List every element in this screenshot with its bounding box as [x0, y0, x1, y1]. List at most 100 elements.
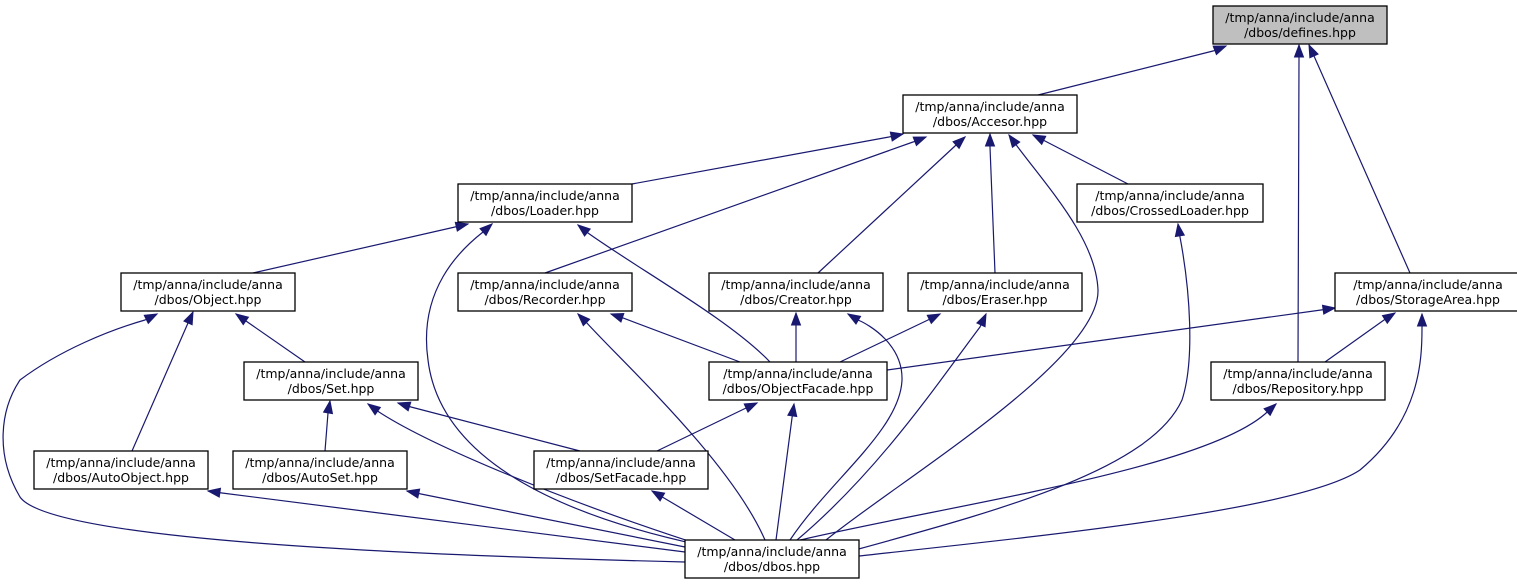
node-accesor[interactable]: /tmp/anna/include/anna/dbos/Accesor.hpp [902, 94, 1078, 134]
arrowhead [454, 221, 470, 232]
node-label-line2: /dbos/AutoSet.hpp [262, 470, 378, 485]
node-label-line2: /dbos/ObjectFacade.hpp [723, 381, 874, 396]
node-box[interactable] [708, 272, 884, 312]
node-label-line2: /dbos/Eraser.hpp [942, 292, 1047, 307]
node-box[interactable] [33, 450, 209, 490]
node-label-line2: /dbos/Repository.hpp [1233, 381, 1364, 396]
edge-set-to-object [234, 313, 306, 363]
node-repository[interactable]: /tmp/anna/include/anna/dbos/Repository.h… [1210, 361, 1386, 401]
edge-dbos-to-autoset [405, 488, 686, 548]
edge-dbos-to-accesor [825, 133, 1099, 541]
arrowhead [1321, 304, 1337, 315]
node-set[interactable]: /tmp/anna/include/anna/dbos/Set.hpp [243, 361, 419, 401]
edge-line [577, 313, 766, 541]
node-box[interactable] [533, 450, 709, 490]
node-label-line2: /dbos/Recorder.hpp [484, 292, 605, 307]
node-box[interactable] [232, 450, 408, 490]
node-label-line2: /dbos/Loader.hpp [491, 203, 599, 218]
node-box[interactable] [1210, 361, 1386, 401]
edge-object-to-loader [252, 221, 470, 274]
arrowhead [889, 131, 905, 142]
node-box[interactable] [684, 539, 860, 579]
node-box[interactable] [907, 272, 1083, 312]
arrowhead [405, 488, 421, 499]
edge-dbos-to-storage [858, 312, 1428, 557]
node-label-line2: /dbos/AutoObject.hpp [53, 470, 189, 485]
node-objfacade[interactable]: /tmp/anna/include/anna/dbos/ObjectFacade… [708, 361, 888, 401]
arrowhead [650, 490, 666, 502]
edge-dbos-to-autoobject [206, 487, 686, 553]
node-box[interactable] [120, 272, 296, 312]
edge-objfacade-to-eraser [839, 313, 942, 363]
node-recorder[interactable]: /tmp/anna/include/anna/dbos/Recorder.hpp [457, 272, 633, 312]
edge-line [367, 403, 711, 549]
edge-line [252, 223, 469, 274]
arrowhead [479, 223, 494, 237]
edge-line [817, 136, 966, 274]
node-storage[interactable]: /tmp/anna/include/anna/dbos/StorageArea.… [1334, 272, 1517, 312]
node-label-line2: /dbos/Creator.hpp [740, 292, 852, 307]
node-box[interactable] [1212, 5, 1388, 45]
edge-loader-to-accesor [631, 131, 905, 185]
edge-line [631, 133, 904, 185]
node-loader[interactable]: /tmp/anna/include/anna/dbos/Loader.hpp [457, 183, 633, 223]
edge-line [425, 223, 701, 546]
node-label-line1: /tmp/anna/include/anna [546, 455, 695, 470]
arrowhead [1293, 43, 1305, 58]
node-box[interactable] [1334, 272, 1517, 312]
arrowhead [183, 310, 194, 326]
arrowhead [1031, 134, 1047, 146]
node-box[interactable] [457, 272, 633, 312]
node-defines[interactable]: /tmp/anna/include/anna/dbos/defines.hpp [1212, 5, 1388, 45]
node-label-line1: /tmp/anna/include/anna [920, 277, 1069, 292]
edge-line [825, 134, 1099, 541]
arrowhead [787, 402, 798, 418]
node-autoobject[interactable]: /tmp/anna/include/anna/dbos/AutoObject.h… [33, 450, 209, 490]
node-label-line2: /dbos/dbos.hpp [724, 559, 820, 574]
edge-recorder-to-accesor [544, 136, 928, 274]
arrowhead [576, 224, 592, 237]
arrowhead [1308, 43, 1319, 59]
edge-line [796, 313, 987, 541]
node-object[interactable]: /tmp/anna/include/anna/dbos/Object.hpp [120, 272, 296, 312]
node-box[interactable] [1076, 183, 1264, 223]
edge-dbos-to-crossed [854, 222, 1191, 551]
edge-objfacade-to-storage [886, 304, 1337, 371]
nodes-layer: /tmp/anna/include/anna/dbos/defines.hpp/… [33, 5, 1517, 579]
edge-line [397, 402, 581, 452]
node-dbos[interactable]: /tmp/anna/include/anna/dbos/dbos.hpp [684, 539, 860, 579]
node-eraser[interactable]: /tmp/anna/include/anna/dbos/Eraser.hpp [907, 272, 1083, 312]
node-creator[interactable]: /tmp/anna/include/anna/dbos/Creator.hpp [708, 272, 884, 312]
arrowhead [976, 312, 987, 328]
arrowhead [609, 312, 625, 323]
arrowhead [846, 313, 862, 325]
node-box[interactable] [243, 361, 419, 401]
node-label-line1: /tmp/anna/include/anna [256, 366, 405, 381]
edge-eraser-to-accesor [984, 132, 996, 274]
node-crossed[interactable]: /tmp/anna/include/anna/dbos/CrossedLoade… [1076, 183, 1264, 223]
edge-line [235, 313, 306, 363]
arrowhead [396, 401, 412, 412]
node-label-line1: /tmp/anna/include/anna [721, 277, 870, 292]
arrowhead [206, 487, 222, 498]
arrowhead [984, 132, 996, 147]
node-label-line1: /tmp/anna/include/anna [915, 99, 1064, 114]
node-box[interactable] [708, 361, 888, 401]
node-label-line2: /dbos/Object.hpp [155, 292, 262, 307]
node-label-line1: /tmp/anna/include/anna [1225, 10, 1374, 25]
edge-line [2, 313, 686, 563]
node-box[interactable] [457, 183, 633, 223]
edge-line [1324, 312, 1396, 363]
edge-dbos-to-object [2, 313, 686, 563]
arrowhead [1416, 312, 1428, 327]
arrowhead [1263, 403, 1278, 417]
node-setfacade[interactable]: /tmp/anna/include/anna/dbos/SetFacade.hp… [533, 450, 709, 490]
node-box[interactable] [902, 94, 1078, 134]
arrowhead [143, 313, 159, 325]
edge-line [989, 134, 996, 274]
edge-setfacade-to-objfacade [656, 402, 759, 452]
edge-creator-to-accesor [817, 136, 967, 274]
node-autoset[interactable]: /tmp/anna/include/anna/dbos/AutoSet.hpp [232, 450, 408, 490]
edge-dbos-to-setfacade [650, 490, 736, 541]
